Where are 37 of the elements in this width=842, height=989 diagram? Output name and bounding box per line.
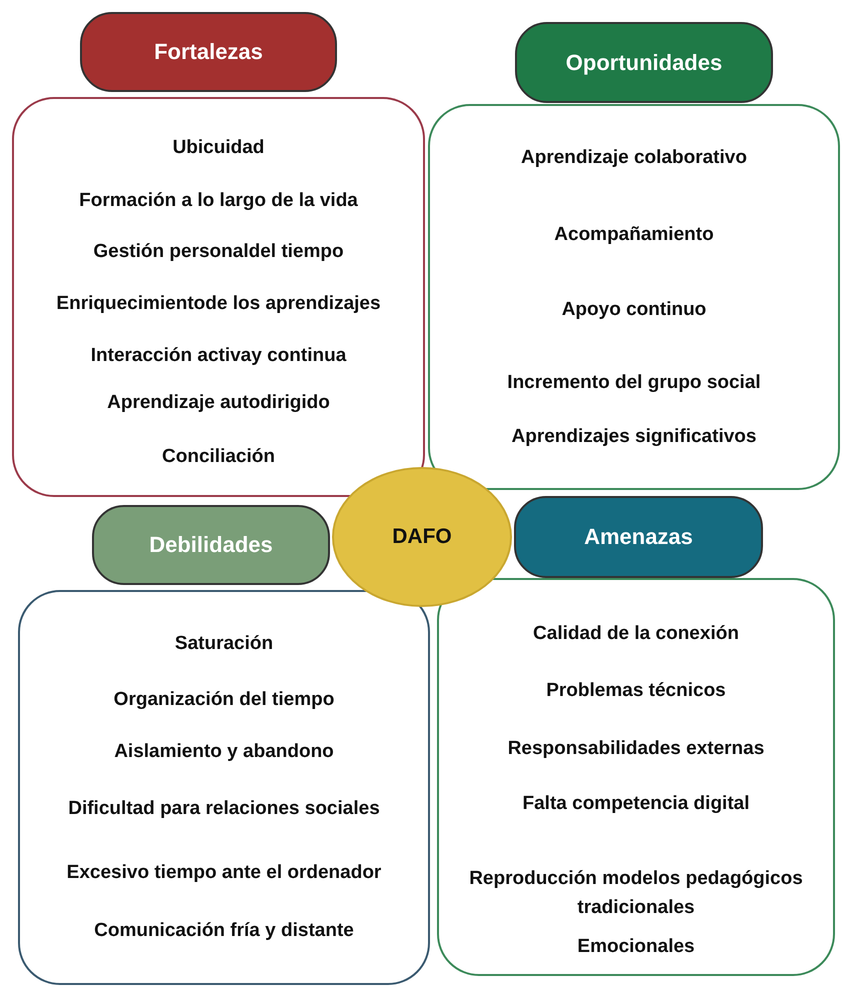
header-text: Debilidades xyxy=(149,532,273,557)
header-text: Amenazas xyxy=(584,524,693,549)
list-panel xyxy=(18,590,430,985)
list-item: Conciliación xyxy=(162,445,275,469)
list-item: Reproducción modelos pedagógicos tradicionales xyxy=(468,867,804,920)
list-item: Apoyo continuo xyxy=(562,298,706,322)
list-item: Saturación xyxy=(174,632,274,656)
list-panel xyxy=(428,104,840,490)
category-header xyxy=(514,496,763,578)
list-item: Enriquecimientode los aprendizajes xyxy=(56,292,381,316)
list-item: Problemas técnicos xyxy=(546,679,726,703)
list-panel xyxy=(437,578,835,976)
list-item: Excesivo tiempo ante el ordenador xyxy=(66,861,382,885)
header-text: Fortalezas xyxy=(154,39,263,64)
list-panel xyxy=(12,97,425,497)
list-item: Emocionales xyxy=(577,935,695,959)
list-item: Falta competencia digital xyxy=(522,792,750,816)
list-item: Formación a lo largo de la vida xyxy=(79,189,358,213)
center-label: DAFO xyxy=(392,525,452,548)
list-item: Comunicación fría y distante xyxy=(94,919,354,943)
list-item: Aprendizaje autodirigido xyxy=(107,391,330,415)
category-header xyxy=(80,12,337,92)
list-item: Gestión personaldel tiempo xyxy=(93,240,344,264)
list-item: Incremento del grupo social xyxy=(507,371,761,395)
list-item: Organización del tiempo xyxy=(114,688,334,712)
list-item: Responsabilidades externas xyxy=(508,737,764,761)
header-text: Oportunidades xyxy=(566,50,722,74)
category-header xyxy=(92,505,330,585)
list-item: Ubicuidad xyxy=(172,136,264,160)
list-item: Dificultad para relaciones sociales xyxy=(68,797,380,821)
list-item: Calidad de la conexión xyxy=(533,622,739,646)
list-item: Interacción activay continua xyxy=(90,344,346,368)
list-item: Aislamiento y abandono xyxy=(114,740,334,764)
list-item: Aprendizaje colaborativo xyxy=(521,146,747,170)
list-item: Aprendizajes significativos xyxy=(512,425,756,449)
category-header xyxy=(515,22,773,103)
list-item: Acompañamiento xyxy=(554,223,714,247)
